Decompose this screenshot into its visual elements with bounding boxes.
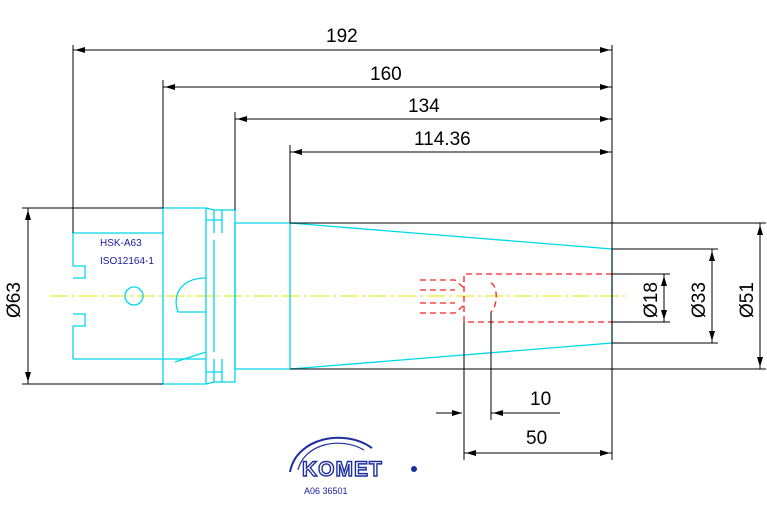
dia-33-label: Ø33 [689, 282, 710, 318]
iso-note: ISO12164-1 [100, 256, 154, 267]
dim-134-label: 134 [408, 96, 440, 117]
dimension-lines [22, 45, 766, 460]
dim-114-label: 114.36 [414, 129, 471, 150]
dim-160-label: 160 [370, 64, 402, 85]
komet-logo: KOMET A06 36501 [289, 436, 417, 496]
dim-50-label: 50 [526, 428, 547, 449]
logo-code: A06 36501 [304, 486, 348, 496]
dim-10-label: 10 [530, 389, 551, 410]
hsk-note: HSK-A63 [100, 238, 142, 249]
dia-63-label: Ø63 [4, 282, 25, 318]
logo-dot [411, 466, 417, 472]
dia-51-label: Ø51 [737, 282, 758, 318]
dim-192-label: 192 [326, 26, 358, 47]
dia-18-label: Ø18 [641, 282, 662, 318]
hidden-bore [420, 273, 612, 323]
logo-brand: KOMET [302, 458, 383, 481]
